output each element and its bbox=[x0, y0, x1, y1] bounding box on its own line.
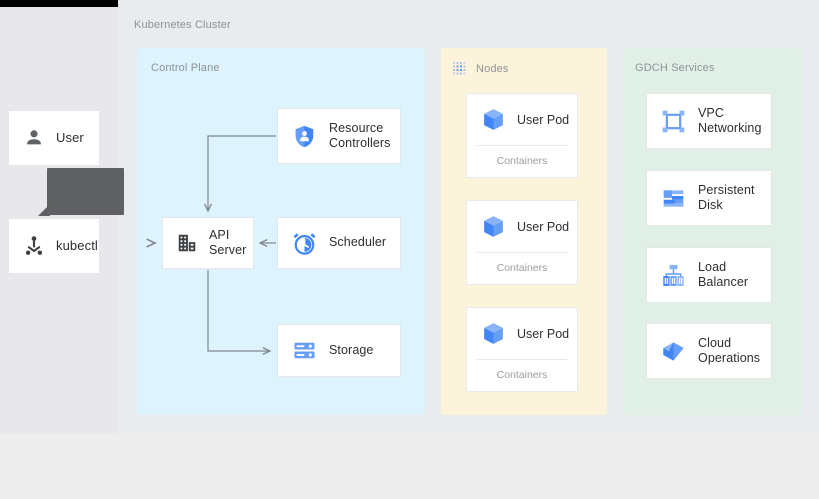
node-label-load-balancer: Load Balancer bbox=[698, 259, 749, 289]
node-label-api-server: API Server bbox=[209, 227, 247, 257]
pod-label: User Pod bbox=[517, 219, 570, 234]
pod-footer-label: Containers bbox=[496, 262, 548, 274]
pod-header: User Pod bbox=[467, 308, 577, 359]
pod-footer-label: Containers bbox=[496, 369, 548, 381]
node-cloud-operations[interactable]: Cloud Operations bbox=[646, 323, 772, 379]
cube-icon bbox=[481, 321, 506, 346]
cloud-ops-icon bbox=[661, 339, 686, 364]
node-storage[interactable]: Storage bbox=[277, 324, 401, 377]
dot-grid-icon bbox=[452, 61, 467, 76]
pod-card[interactable]: User Pod Containers bbox=[466, 200, 578, 285]
node-user[interactable]: User bbox=[8, 110, 100, 166]
divider bbox=[477, 359, 567, 360]
divider bbox=[477, 252, 567, 253]
pod-card[interactable]: User Pod Containers bbox=[466, 307, 578, 392]
pod-card[interactable]: User Pod Containers bbox=[466, 93, 578, 178]
cluster-title: Kubernetes Cluster bbox=[134, 19, 231, 31]
pod-header: User Pod bbox=[467, 94, 577, 145]
pod-header: User Pod bbox=[467, 201, 577, 252]
group-label-control-plane: Control Plane bbox=[151, 62, 220, 74]
tooltip-popup bbox=[38, 168, 124, 216]
vpc-network-icon bbox=[661, 109, 686, 134]
node-label-kubectl: kubectl bbox=[56, 238, 98, 254]
alarm-clock-icon bbox=[292, 231, 317, 256]
group-label-gdch-services: GDCH Services bbox=[635, 62, 715, 74]
group-label-nodes: Nodes bbox=[476, 62, 509, 75]
cube-icon bbox=[481, 214, 506, 239]
group-label-nodes-wrap: Nodes bbox=[452, 61, 509, 76]
load-balancer-icon bbox=[661, 263, 686, 288]
cube-icon bbox=[481, 107, 506, 132]
kubectl-icon bbox=[23, 235, 45, 257]
node-label-storage: Storage bbox=[329, 342, 374, 357]
node-kubectl[interactable]: kubectl bbox=[8, 218, 100, 274]
node-label-persistent-disk: Persistent Disk bbox=[698, 182, 755, 212]
api-server-icon bbox=[176, 232, 198, 254]
divider bbox=[477, 145, 567, 146]
node-persistent-disk[interactable]: Persistent Disk bbox=[646, 170, 772, 226]
node-label-scheduler: Scheduler bbox=[329, 235, 387, 250]
node-resource-controllers[interactable]: Resource Controllers bbox=[277, 108, 401, 164]
shield-person-icon bbox=[292, 124, 317, 149]
node-label-resource-controllers: Resource Controllers bbox=[329, 120, 391, 150]
node-vpc-networking[interactable]: VPC Networking bbox=[646, 93, 772, 149]
person-icon bbox=[23, 127, 45, 149]
node-label-vpc-networking: VPC Networking bbox=[698, 105, 762, 135]
pod-label: User Pod bbox=[517, 112, 570, 127]
node-api-server[interactable]: API Server bbox=[162, 217, 254, 269]
storage-icon bbox=[292, 338, 317, 363]
top-black-bar bbox=[0, 0, 118, 7]
pod-footer-label: Containers bbox=[496, 155, 548, 167]
persistent-disk-icon bbox=[661, 186, 686, 211]
pod-label: User Pod bbox=[517, 326, 570, 341]
node-load-balancer[interactable]: Load Balancer bbox=[646, 247, 772, 303]
node-scheduler[interactable]: Scheduler bbox=[277, 217, 401, 269]
node-label-cloud-operations: Cloud Operations bbox=[698, 335, 761, 365]
node-label-user: User bbox=[56, 130, 84, 146]
